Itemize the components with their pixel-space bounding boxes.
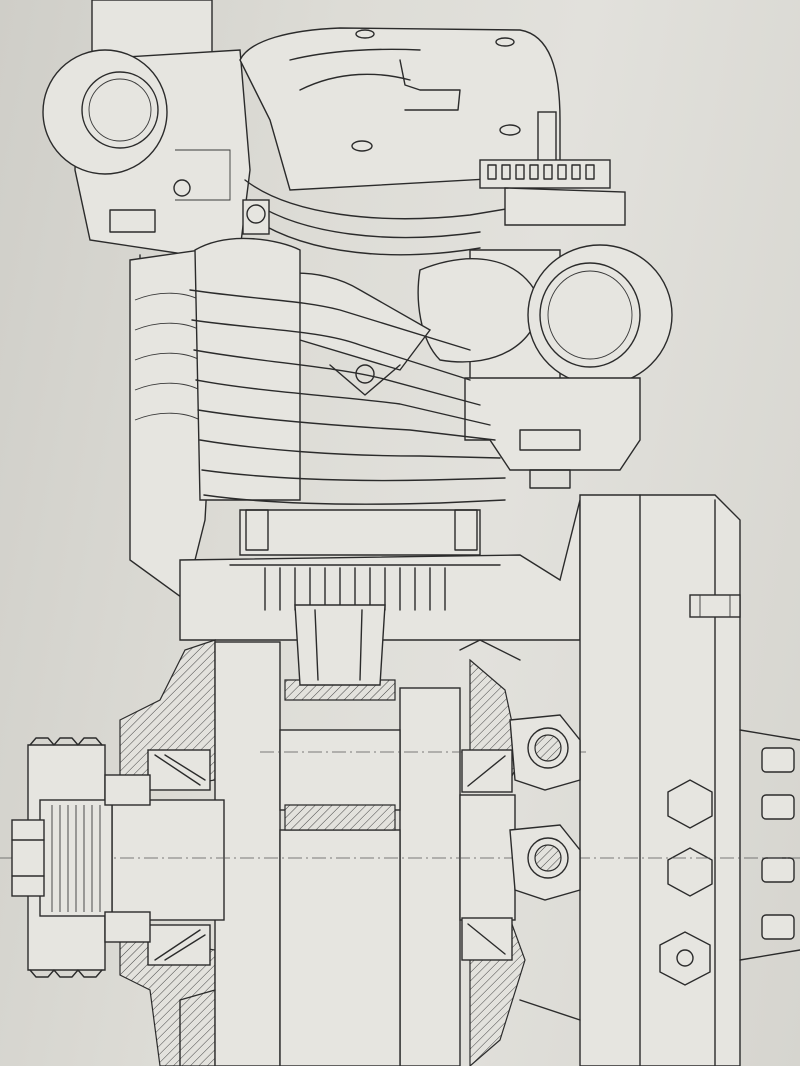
spline-hub bbox=[39, 799, 113, 917]
right-side-housing bbox=[579, 494, 800, 1066]
cooling-fins bbox=[189, 289, 506, 505]
main-bearings bbox=[147, 749, 513, 966]
crankshaft bbox=[0, 604, 800, 1066]
upper-left-port-assembly bbox=[42, 0, 251, 276]
intake-assembly bbox=[417, 111, 673, 489]
housing-fasteners bbox=[659, 779, 713, 986]
connecting-rod bbox=[294, 604, 386, 686]
housing-side-tabs bbox=[761, 747, 795, 940]
pulley-grooves-top bbox=[29, 737, 103, 746]
intake-port-ring bbox=[527, 244, 673, 386]
crankcase-ribs bbox=[264, 567, 446, 611]
cylinder-head bbox=[239, 27, 561, 256]
upper-left-port-ring bbox=[42, 49, 168, 175]
intake-knurl bbox=[487, 164, 595, 180]
crank-nut bbox=[11, 819, 45, 897]
right-bearing-bosses bbox=[509, 714, 581, 901]
pulley-grooves-bottom bbox=[29, 969, 103, 978]
crankcase-lower-outline bbox=[179, 639, 581, 1066]
drive-pulley bbox=[11, 737, 151, 978]
cylinder-barrel bbox=[129, 237, 506, 602]
